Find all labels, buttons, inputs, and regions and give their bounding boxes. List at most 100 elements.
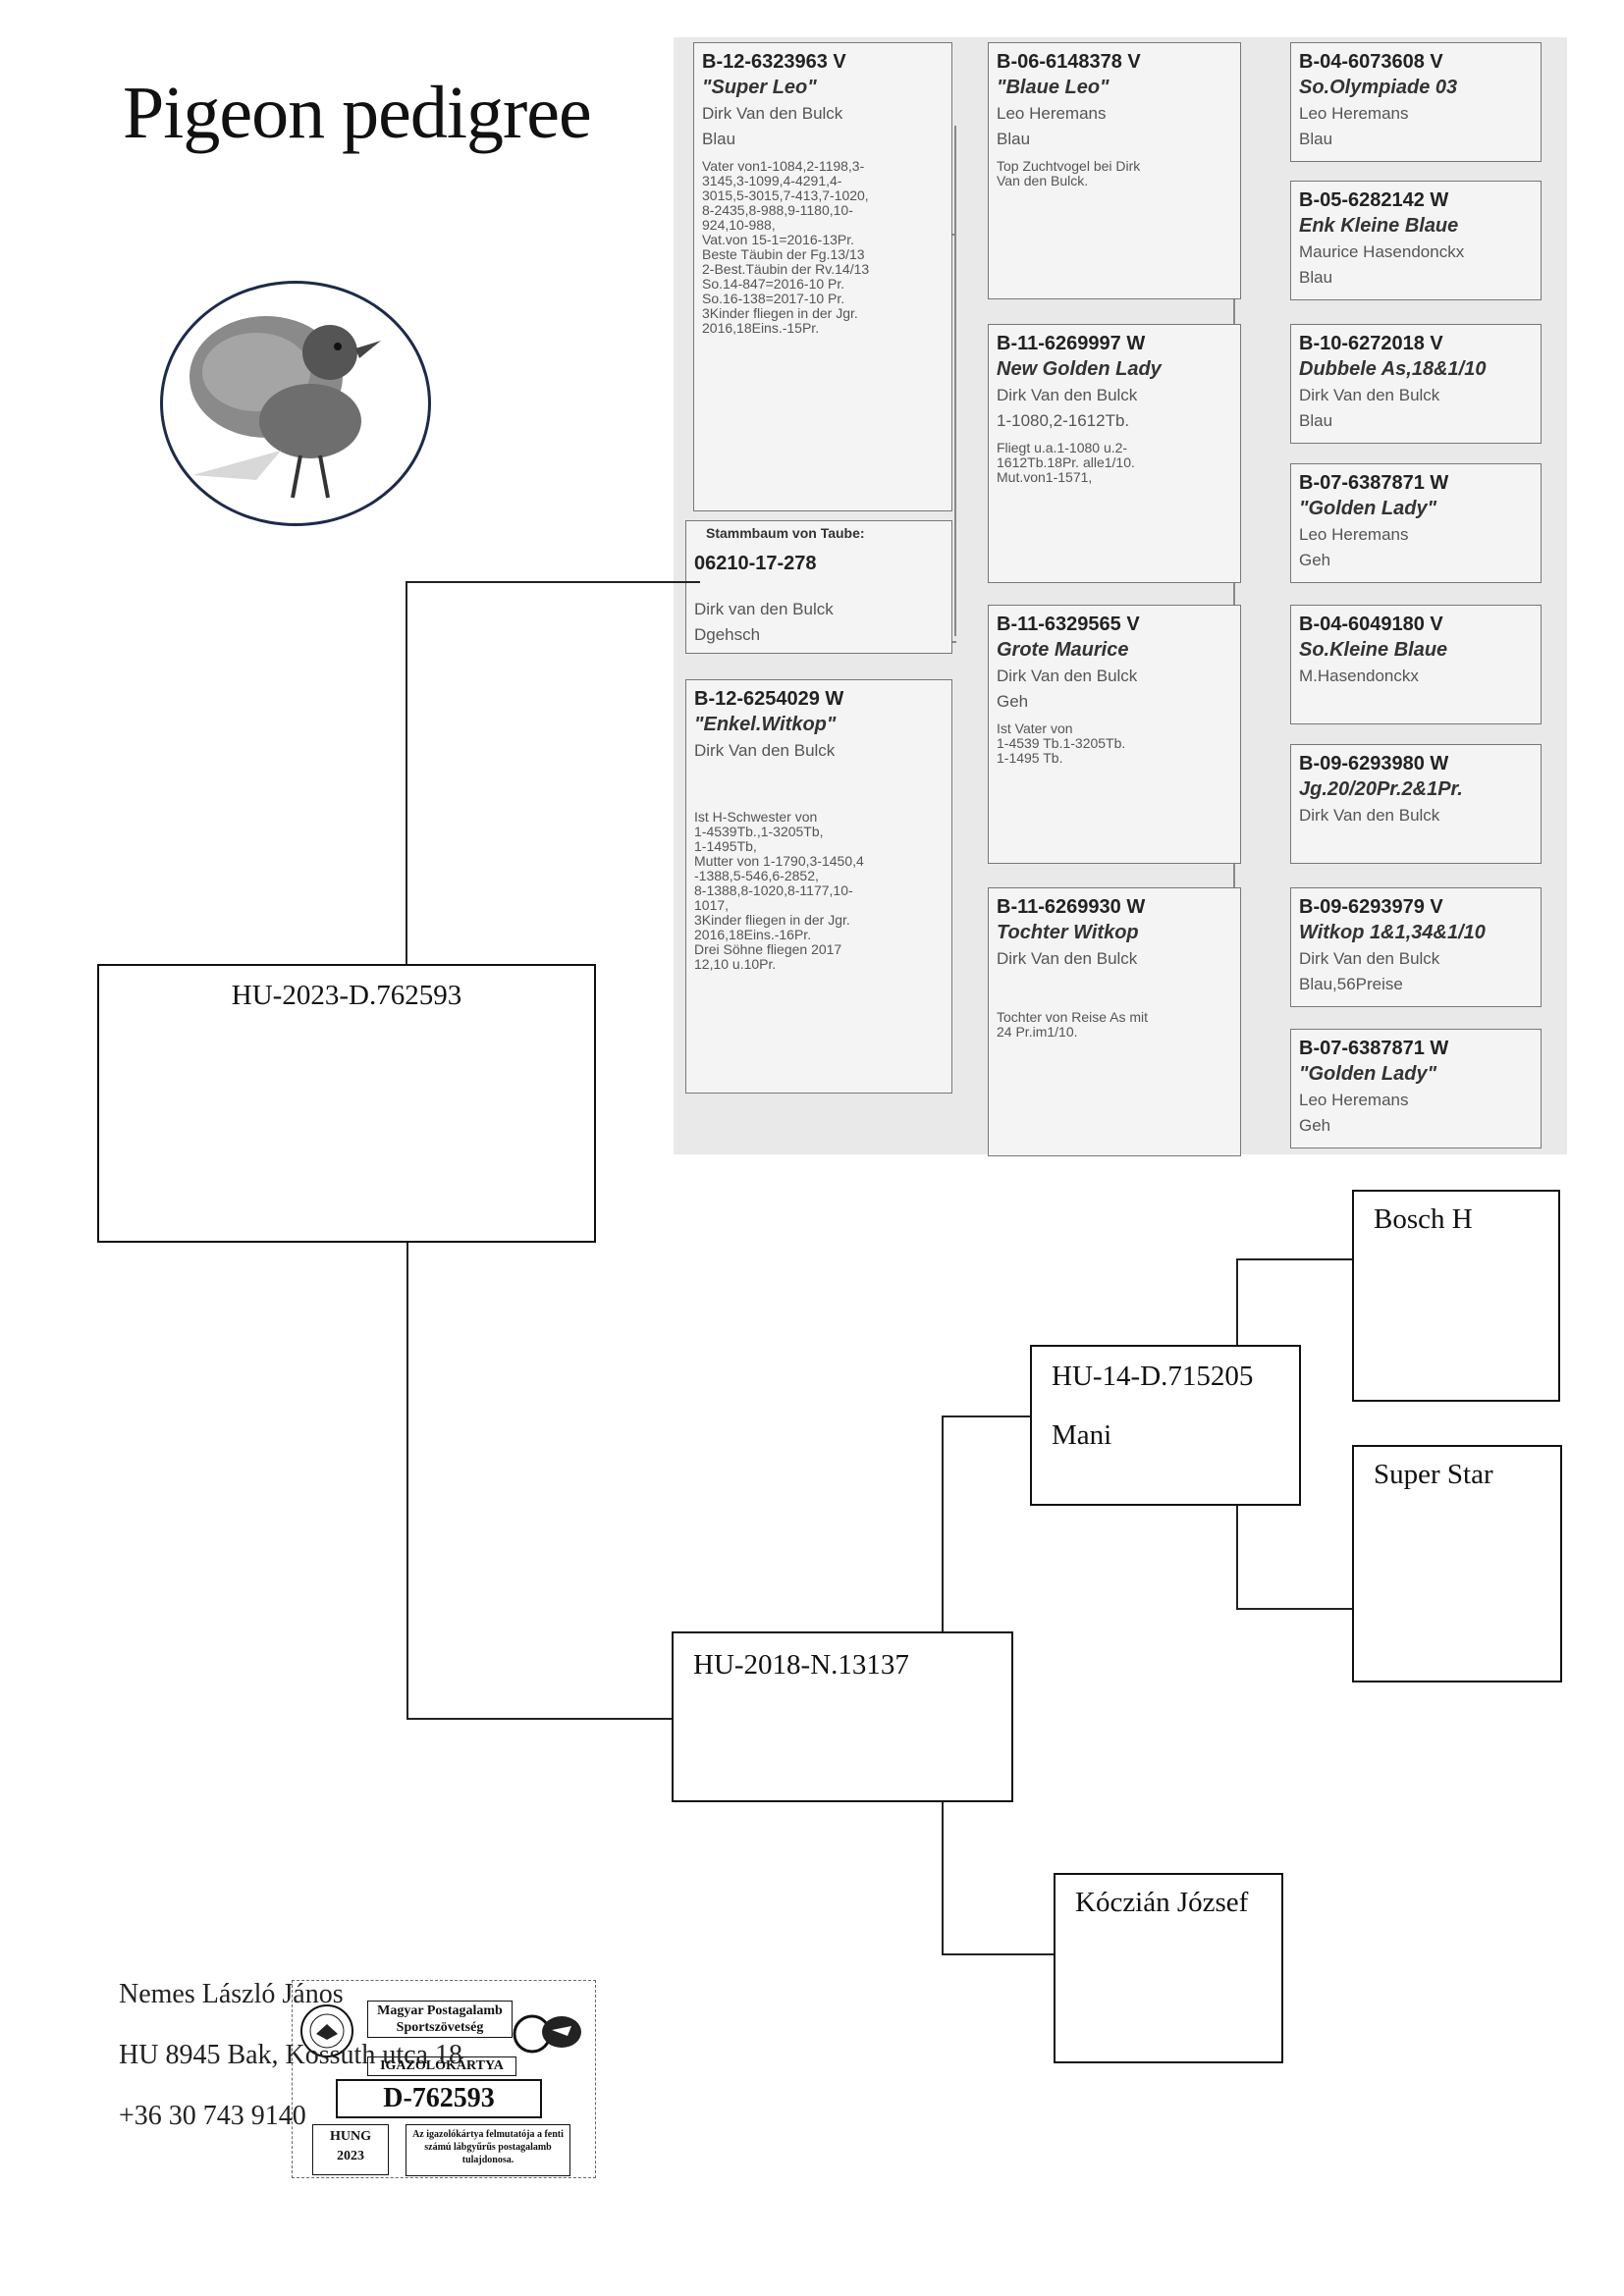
connector-line [942,1953,1054,1955]
owner-name: Nemes László János [119,1979,344,2009]
breeder: Dirk Van den Bulck [702,104,843,123]
pigeon-name: "Blaue Leo" [997,77,1110,98]
color: Blau [1299,268,1333,287]
connector-line [942,1798,944,1955]
pigeon-name: New Golden Lady [997,358,1162,380]
stammbaum-label: Stammbaum von Taube: [706,525,865,541]
grandparent-card: B-11-6269997 W New Golden Lady Dirk Van … [988,324,1241,583]
dam-sire-name: Mani [1052,1419,1112,1451]
card-text: Az igazolókártya felmutatója a fenti szá… [406,2124,570,2176]
ring-number: B-12-6254029 W [694,688,844,710]
connector-line [406,1718,672,1720]
country-code: HUNG [330,2129,371,2144]
color: Blau [1299,411,1333,430]
pigeon-avatar [160,281,431,526]
breeder: Dirk Van den Bulck [694,741,836,760]
breeder: Leo Heremans [1299,104,1409,123]
connector-line [406,581,407,964]
color: Blau [997,130,1031,148]
connector-line [942,1415,944,1631]
owner-phone: +36 30 743 9140 [119,2101,306,2131]
country-year-box: HUNG 2023 [312,2124,389,2175]
pigeon-name: "Super Leo" [702,77,817,98]
notes: Tochter von Reise As mit 24 Pr.im1/10. [997,1009,1149,1040]
connector-line [1236,1258,1352,1260]
connector-line [406,581,700,583]
card-year: 2023 [337,2149,364,2163]
connector-line [1236,1608,1352,1610]
ring-number: B-06-6148378 V [997,51,1141,73]
card-number: D-762593 [336,2079,542,2118]
pigeon-name: "Golden Lady" [1299,1063,1437,1085]
connector-line [1236,1258,1238,1345]
color: Geh [1299,1116,1331,1135]
dam-sire-dam-name: Super Star [1374,1459,1493,1490]
page-title: Pigeon pedigree [123,72,592,154]
connector-line [942,1415,1030,1417]
breeder: Leo Heremans [1299,525,1409,544]
color: Blau [702,130,736,148]
color: Blau,56Preise [1299,975,1403,993]
pigeon-name: Jg.20/20Pr.2&1Pr. [1299,778,1463,800]
pigeon-name: Grote Maurice [997,639,1129,661]
great-grandparent-card: B-04-6049180 V So.Kleine Blaue M.Hasendo… [1290,605,1542,724]
pigeon-name: Dubbele As,18&1/10 [1299,358,1487,380]
breeder: Dirk Van den Bulck [1299,949,1440,968]
pigeon-name: Tochter Witkop [997,922,1139,943]
dam-sire-sire-box: Bosch H [1352,1190,1560,1402]
ring-number: B-10-6272018 V [1299,333,1443,354]
pigeon-name: So.Kleine Blaue [1299,639,1448,661]
pigeon-icon [189,316,381,499]
breeder: Dirk van den Bulck [694,600,834,618]
owner-address: HU 8945 Bak, Kossuth utca 18 [119,2040,462,2070]
ring-number: B-04-6073608 V [1299,51,1443,73]
grandparent-card: B-11-6329565 V Grote Maurice Dirk Van de… [988,605,1241,864]
great-grandparent-card: B-07-6387871 W "Golden Lady" Leo Hereman… [1290,463,1542,583]
great-grandparent-card: B-09-6293980 W Jg.20/20Pr.2&1Pr. Dirk Va… [1290,744,1542,864]
ring-number: B-07-6387871 W [1299,1038,1449,1059]
ring-number: B-09-6293980 W [1299,753,1449,774]
notes: Top Zuchtvogel bei Dirk Van den Bulck. [997,158,1141,188]
federation-name: Magyar Postagalamb Sportszövetség [367,2001,513,2038]
breeder: Leo Heremans [1299,1091,1409,1109]
ring-number: B-12-6323963 V [702,51,846,73]
dam-sire-box: HU-14-D.715205 Mani [1030,1345,1301,1506]
breeder: Maurice Hasendonckx [1299,242,1465,261]
notes: Vater von1-1084,2-1198,3- 3145,3-1099,4-… [702,158,870,336]
color: Blau [1299,130,1333,148]
main-pigeon-ring: HU-2023-D.762593 [231,980,462,1011]
id-card: Magyar Postagalamb Sportszövetség IGAZOL… [292,1980,596,2178]
notes: Ist Vater von 1-4539 Tb.1-3205Tb. 1-1495… [997,721,1126,766]
breeder: Dirk Van den Bulck [997,386,1138,404]
ring-number: B-11-6269997 W [997,333,1146,354]
breeder: Dirk Van den Bulck [997,667,1138,685]
pigeon-name: Witkop 1&1,34&1/10 [1299,922,1486,943]
great-grandparent-card: B-05-6282142 W Enk Kleine Blaue Maurice … [1290,181,1542,300]
ring-number: B-04-6049180 V [1299,614,1443,635]
color: Geh [1299,551,1331,569]
pigeon-name: So.Olympiade 03 [1299,77,1458,98]
pigeon-name: "Enkel.Witkop" [694,714,837,735]
ring-number: 06210-17-278 [694,553,817,574]
ring-number: B-09-6293979 V [1299,896,1443,918]
dam-sire-sire-name: Bosch H [1374,1203,1473,1235]
breeder: Dirk Van den Bulck [997,949,1138,968]
sire-card: B-12-6323963 V "Super Leo" Dirk Van den … [693,42,952,511]
pigeon-name: "Golden Lady" [1299,498,1437,519]
color: 1-1080,2-1612Tb. [997,411,1130,430]
breeder: Dirk Van den Bulck [1299,386,1440,404]
stammbaum-card: Stammbaum von Taube: 06210-17-278 Dirk v… [685,520,952,654]
card-type: IGAZOLÓKÁRTYA [367,2056,516,2076]
grandparent-card: B-11-6269930 W Tochter Witkop Dirk Van d… [988,887,1241,1156]
great-grandparent-card: B-10-6272018 V Dubbele As,18&1/10 Dirk V… [1290,324,1542,444]
main-pigeon-box: HU-2023-D.762593 Magyar Postagalamb Spor… [97,964,596,2178]
dam-ring: HU-2018-N.13137 [693,1649,909,1681]
dam-card: B-12-6254029 W "Enkel.Witkop" Dirk Van d… [685,679,952,1094]
notes: Ist H-Schwester von 1-4539Tb.,1-3205Tb, … [694,809,864,972]
ring-number: B-07-6387871 W [1299,472,1449,494]
club-logo-icon [513,2014,581,2054]
great-grandparent-card: B-09-6293979 V Witkop 1&1,34&1/10 Dirk V… [1290,887,1542,1007]
ring-number: B-05-6282142 W [1299,189,1449,211]
breeder: Dirk Van den Bulck [1299,806,1440,825]
connector-line [406,1239,408,1720]
